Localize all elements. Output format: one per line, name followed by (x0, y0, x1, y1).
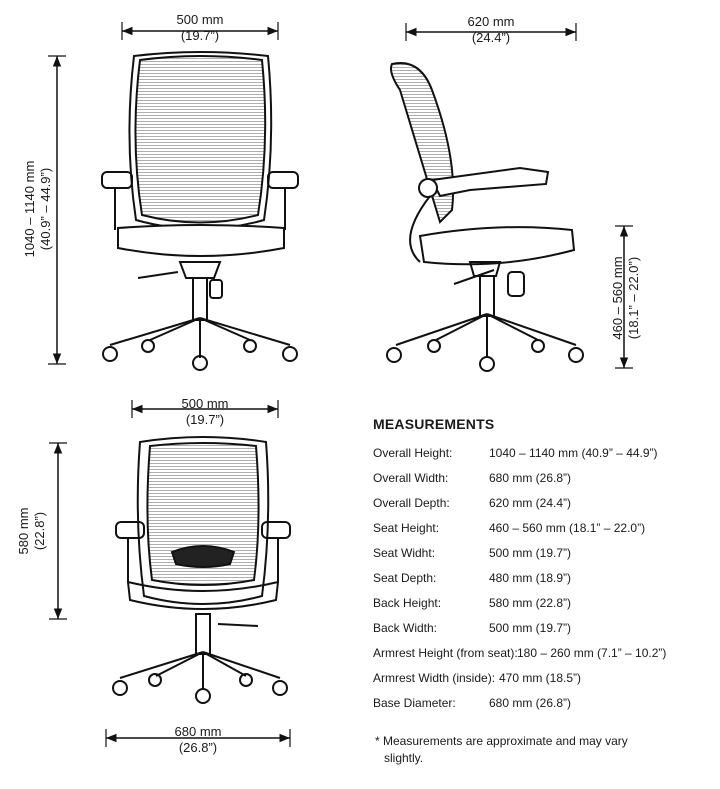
front-height-mm: 1040 – 1140 mm (22, 160, 37, 258)
back-height-mm: 580 mm (16, 507, 31, 555)
footnote: * Measurements are approximate and may v… (375, 733, 645, 767)
front-height-dimension: 1040 – 1140 mm (40.9” – 44.9”) (22, 139, 54, 279)
front-view-chair (48, 22, 299, 371)
footnote-line-2: slightly. (384, 751, 424, 765)
back-width-dimension: 500 mm (19.7”) (165, 396, 245, 428)
measurement-row: Seat Height:460 – 560 mm (18.1” – 22.0”) (373, 521, 646, 535)
measurement-row: Overall Width:680 mm (26.8”) (373, 471, 572, 485)
measurement-row: Armrest Height (from seat):180 – 260 mm … (373, 646, 667, 660)
base-diameter-in: (26.8”) (178, 740, 218, 755)
measurements-panel: MEASUREMENTS Overall Height:1040 – 1140 … (373, 416, 713, 721)
base-diameter-dimension: 680 mm (26.8”) (158, 724, 238, 756)
side-depth-in: (24.4”) (471, 30, 511, 45)
measurement-row: Overall Height:1040 – 1140 mm (40.9” – 4… (373, 446, 658, 460)
side-view-chair (386, 23, 633, 372)
seat-height-mm: 460 – 560 mm (610, 256, 625, 340)
front-height-in: (40.9” – 44.9”) (38, 167, 53, 251)
measurement-row: Armrest Width (inside):470 mm (18.5”) (373, 671, 582, 685)
back-view-chair (49, 400, 291, 747)
back-height-dimension: 580 mm (22.8”) (16, 481, 48, 581)
back-width-in: (19.7”) (185, 412, 225, 427)
seat-height-in: (18.1” – 22.0”) (626, 256, 641, 340)
base-diameter-mm: 680 mm (174, 724, 222, 739)
measurement-row: Seat Widht:500 mm (19.7”) (373, 546, 572, 560)
front-width-in: (19.7”) (180, 28, 220, 43)
side-depth-mm: 620 mm (467, 14, 515, 29)
measurement-row: Back Width:500 mm (19.7”) (373, 621, 572, 635)
measurement-row: Back Height:580 mm (22.8”) (373, 596, 572, 610)
seat-height-dimension: 460 – 560 mm (18.1” – 22.0”) (610, 228, 642, 368)
measurement-row: Base Diameter:680 mm (26.8”) (373, 696, 572, 710)
back-width-mm: 500 mm (181, 396, 229, 411)
measurements-title: MEASUREMENTS (373, 416, 495, 432)
footnote-line-1: * Measurements are approximate and may v… (375, 734, 628, 748)
front-width-mm: 500 mm (176, 12, 224, 27)
measurement-row: Overall Depth:620 mm (24.4”) (373, 496, 572, 510)
front-width-dimension: 500 mm (19.7”) (160, 12, 240, 44)
side-depth-dimension: 620 mm (24.4”) (451, 14, 531, 46)
measurement-row: Seat Depth:480 mm (18.9”) (373, 571, 572, 585)
back-height-in: (22.8”) (32, 511, 47, 551)
